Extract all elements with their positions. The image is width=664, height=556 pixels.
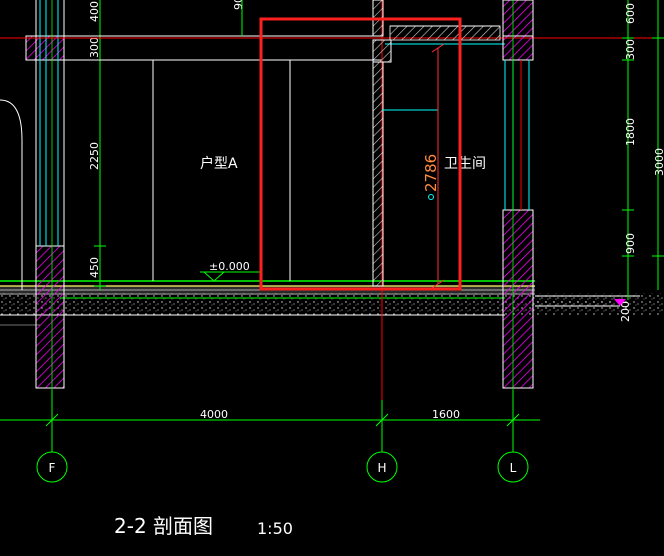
dim-400: 400 bbox=[88, 1, 101, 22]
height-annotation: 2786 bbox=[422, 43, 445, 289]
room-label-unit-a: 户型A bbox=[200, 155, 238, 172]
exterior-level-marker bbox=[614, 299, 626, 306]
left-wall bbox=[0, 0, 65, 400]
ceiling bbox=[0, 0, 664, 61]
svg-text:F: F bbox=[49, 461, 56, 475]
dim-2250: 2250 bbox=[88, 142, 101, 170]
left-wall-lower bbox=[35, 245, 65, 389]
highlight-box bbox=[259, 17, 462, 291]
dim-1600: 1600 bbox=[432, 408, 460, 421]
arch-outline bbox=[0, 99, 23, 290]
roof-slab bbox=[389, 25, 501, 41]
exterior-ground bbox=[535, 296, 615, 306]
svg-text:H: H bbox=[377, 461, 386, 475]
svg-text:L: L bbox=[510, 461, 517, 475]
elevation-text: ±0.000 bbox=[209, 260, 250, 273]
elevation-marker: ±0.000 bbox=[200, 260, 260, 282]
right-wall bbox=[502, 0, 534, 410]
drawing-title: 2-2 剖面图 bbox=[114, 514, 213, 538]
drawing-scale: 1:50 bbox=[257, 519, 293, 538]
annotation-2786: 2786 bbox=[422, 154, 440, 192]
bottom-dimension-chain: 4000 1600 bbox=[0, 390, 540, 452]
dim-4000: 4000 bbox=[200, 408, 228, 421]
partition-wall bbox=[372, 0, 438, 287]
dim-450: 450 bbox=[88, 257, 101, 278]
dim-200: 200 bbox=[619, 301, 632, 322]
right-dimension-chain: 600 300 1800 900 200 3000 bbox=[614, 0, 664, 322]
dim-3000: 3000 bbox=[653, 148, 664, 176]
dim-300-right: 300 bbox=[624, 39, 637, 60]
dim-600: 600 bbox=[624, 3, 637, 24]
dim-900: 900 bbox=[624, 233, 637, 254]
left-dimension-chain: 400 300 2250 450 90 bbox=[88, 0, 245, 290]
axis-bubble-f: F bbox=[36, 451, 68, 483]
dim-1800: 1800 bbox=[624, 118, 637, 146]
dim-300: 300 bbox=[88, 37, 101, 58]
axis-bubble-l: L bbox=[497, 451, 529, 483]
axis-bubble-h: H bbox=[366, 451, 398, 483]
dim-top-partial: 90 bbox=[232, 0, 245, 10]
room-label-bathroom: 卫生间 bbox=[444, 156, 486, 172]
